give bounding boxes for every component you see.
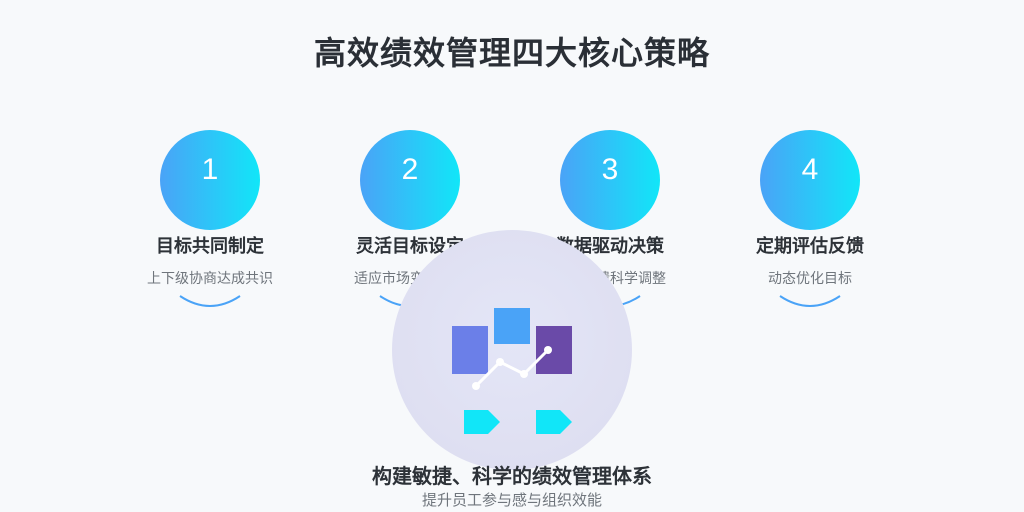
analytics-illustration-icon (452, 308, 572, 434)
step-description: 上下级协商达成共识 (147, 271, 273, 287)
step-name: 数据驱动决策 (556, 236, 664, 257)
step-description: 动态优化目标 (768, 271, 852, 287)
step-name: 目标共同制定 (156, 236, 264, 257)
step-number-circle: 2 (360, 130, 460, 230)
strategy-step-1: 1 目标共同制定 上下级协商达成共识 (110, 130, 310, 310)
step-number-circle: 4 (760, 130, 860, 230)
step-number-circle: 3 (560, 130, 660, 230)
strategy-step-4: 4 定期评估反馈 动态优化目标 (710, 130, 910, 310)
step-name: 定期评估反馈 (756, 236, 864, 257)
hub-title: 构建敏捷、科学的绩效管理体系 (372, 464, 652, 488)
step-name: 灵活目标设定 (356, 236, 464, 257)
trend-line (474, 348, 550, 388)
bar-middle (494, 308, 530, 344)
step-number-circle: 1 (160, 130, 260, 230)
page-title: 高效绩效管理四大核心策略 (313, 34, 710, 72)
arc-decoration-icon (779, 295, 841, 307)
arc-decoration-icon (179, 295, 241, 307)
hub-subtitle: 提升员工参与感与组织效能 (421, 491, 602, 509)
central-hub-circle (392, 230, 632, 470)
strategy-step-2: 2 灵活目标设定 适应市场变化需求 (310, 130, 510, 310)
tag-left (464, 410, 500, 434)
tag-right (536, 410, 572, 434)
bar-right (536, 326, 572, 374)
bar-left (452, 326, 488, 374)
